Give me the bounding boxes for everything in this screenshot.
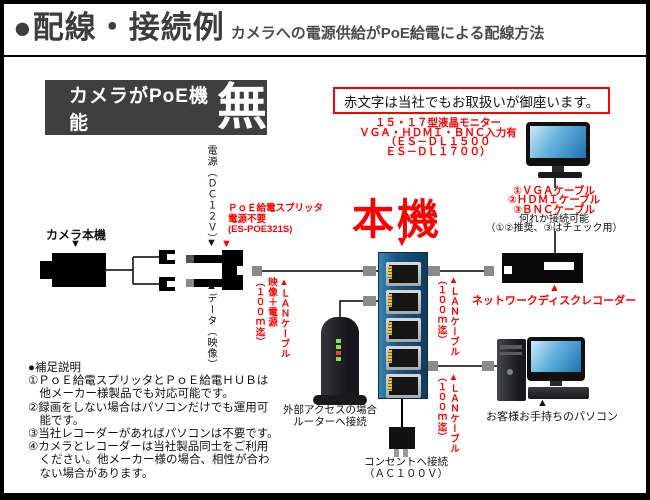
camera-connector-power [159, 250, 175, 264]
lan-port-icon [386, 318, 421, 342]
data-cable-label: データ（映像） [205, 293, 216, 370]
lan-port-icon [386, 262, 421, 286]
cable-options-note: 何れか接続可能 （①②推奨、③はチェック用） [485, 214, 623, 235]
power-plug-icon [389, 399, 415, 457]
power-cable-pointer: ▼ [206, 237, 217, 249]
lan-cable-recorder-label: ▲ＬＡＮケーブル （１００ｍ迄） [435, 275, 460, 357]
router-note: 外部アクセスの場合 ルーターへ接続 [283, 404, 377, 428]
router-led [336, 339, 341, 343]
banner-label: カメラがPoE機能 [69, 85, 209, 134]
banner-emphasis: 無 [217, 79, 267, 135]
camera-icon [40, 253, 106, 287]
pc-tower-icon [497, 339, 526, 401]
lan-cable-pc-line [426, 361, 497, 371]
data-cable-pointer: ▲ [206, 280, 217, 292]
poe-splitter-icon [222, 250, 243, 290]
splitter-plug-data [186, 279, 222, 287]
camera-label: カメラ本機 [46, 228, 107, 242]
lan-cable-camera-line [252, 266, 379, 276]
lan-cable-camera-label: ▲ＬＡＮケーブル 映像＋電源 （１００ｍ迄） [253, 277, 290, 359]
router-led [336, 345, 341, 349]
router-base [313, 395, 367, 405]
pc-keyboard-icon [528, 387, 589, 399]
lan-cable-recorder-line [428, 266, 494, 276]
lan-cable-pc-label: ▲ＬＡＮケーブル （１００ｍ迄） [435, 372, 460, 454]
camera-pointer: ▼ [70, 238, 81, 250]
lan-port-icon [386, 290, 421, 314]
pc-tower-button [507, 369, 513, 375]
monitor-screen [530, 126, 586, 158]
camera-pigtail-wires [106, 256, 159, 285]
cable-options-red: ①ＶＧＡケーブル ②ＨＤＭＩケーブル ③ＢＮＣケーブル [507, 185, 601, 216]
page-header: ●配線・接続例 カメラへの電源供給がPoE給電による配線方法 [0, 0, 650, 57]
pc-monitor-neck [550, 381, 562, 386]
pc-monitor-screen [531, 341, 581, 372]
page-subtitle: カメラへの電源供給がPoE給電による配線方法 [230, 25, 545, 42]
recorder-icon [502, 253, 583, 283]
poe-splitter-label: ＰｏＥ給電スプリッタ 電源不要 (ES-POE321S) [228, 203, 324, 235]
router-icon [321, 317, 359, 399]
router-led [336, 351, 341, 355]
camera-connector-data [159, 277, 175, 291]
recorder-pointer: ▲ [549, 282, 560, 294]
lan-port-icon [386, 346, 421, 370]
supplementary-notes: ●補足説明 ①ＰｏＥ給電スプリッタとＰｏＥ給電ＨＵＢは 他メーカー様製品でも対応… [28, 362, 279, 480]
lan-port-icon [386, 374, 421, 398]
red-text-notice-box: 赤文字は当社でもお取扱いが御座います。 [333, 87, 610, 114]
main-unit-label: 本機 [352, 196, 443, 243]
router-led [336, 357, 341, 361]
pc-label: お客様お手持ちのパソコン [486, 411, 618, 423]
monitor-base [538, 172, 582, 178]
splitter-plug-power [186, 255, 222, 263]
pc-pointer: ▲ [537, 397, 548, 409]
power-cable-label: 電源（ＤＣ１２Ｖ） [205, 145, 216, 244]
no-poe-banner: カメラがPoE機能 無 [45, 80, 267, 135]
outlet-label: コンセントへ接続 （ＡＣ１００Ｖ） [364, 456, 448, 480]
monitor-model-info: １５・１７型液晶モニター ＶＧＡ・ＨＤＭＩ・ＢＮＣ入力有 （ＥＳ－ＤＬ１５００ … [359, 117, 517, 159]
main-unit-pointer: ▼ [395, 233, 409, 249]
monitor-neck [552, 166, 564, 172]
page-title: ●配線・接続例 [13, 10, 225, 45]
pc-tower-drive [500, 345, 522, 349]
poe-hub-icon [378, 252, 428, 399]
poe-splitter-pointer: ▼ [221, 238, 232, 250]
recorder-label: ネットワークディスクレコーダー [471, 295, 637, 307]
pc-tower-drive [500, 352, 522, 355]
router-uplink-line [339, 296, 379, 318]
